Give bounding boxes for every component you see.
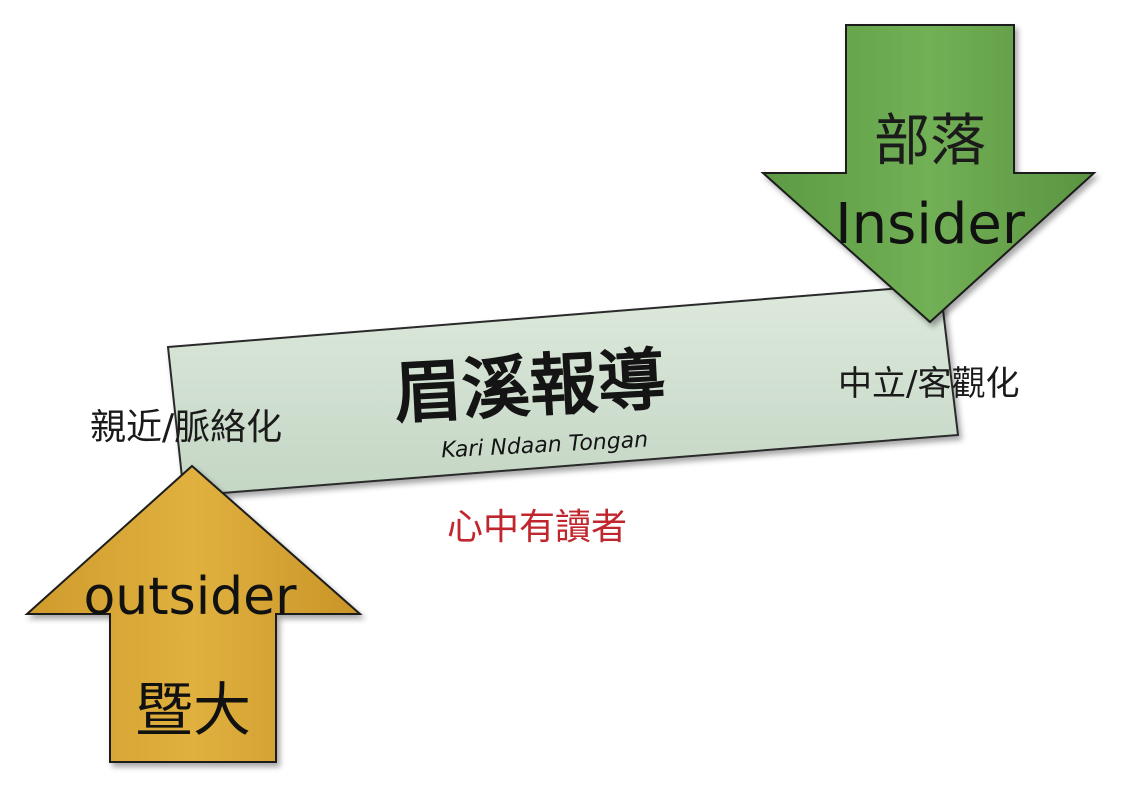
logo-title: 眉溪報導 — [392, 340, 668, 434]
insider-arrow-line1: 部落 — [874, 109, 986, 174]
right-label: 中立/客觀化 — [838, 364, 1020, 404]
center-label: 心中有讀者 — [447, 507, 628, 548]
tilted-band — [166, 283, 960, 498]
left-label: 親近/脈絡化 — [90, 407, 283, 448]
outsider-arrow-line2: 暨大 — [135, 676, 251, 744]
outsider-arrow-line1: outsider — [83, 567, 297, 627]
insider-arrow-line2: Insider — [835, 192, 1026, 257]
insider-arrow — [760, 24, 1097, 324]
outsider-arrow — [24, 464, 363, 763]
